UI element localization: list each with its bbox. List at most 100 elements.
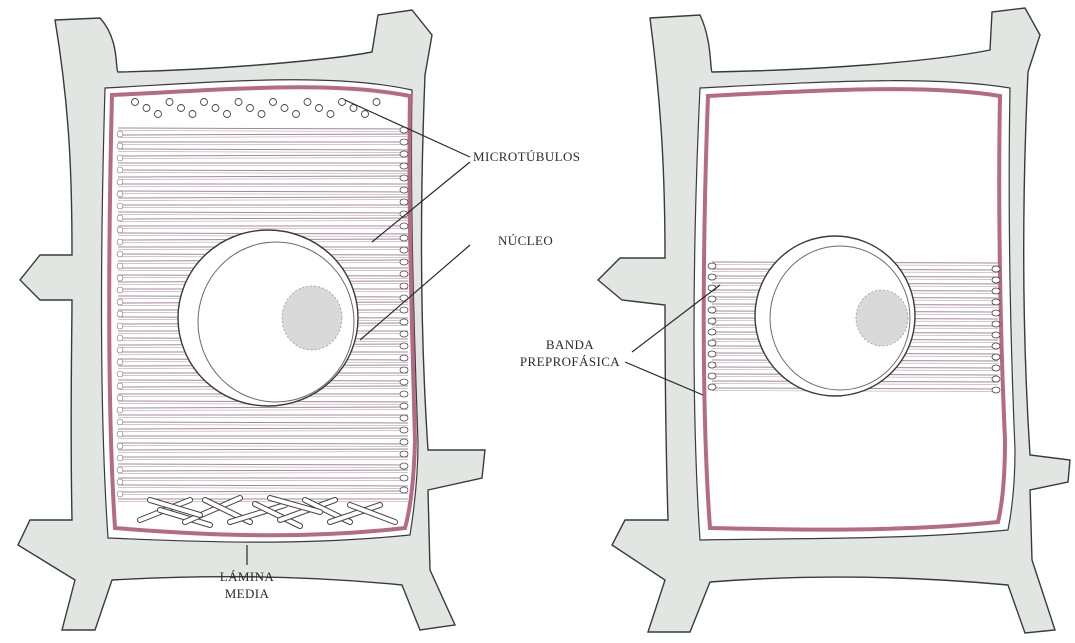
microtubule-end <box>400 175 408 181</box>
microtubule-end <box>117 479 123 485</box>
microtubule-end <box>258 111 265 118</box>
microtubule-end <box>117 251 123 257</box>
microtubule-end <box>316 105 323 112</box>
microtubule-end <box>992 376 1000 382</box>
microtubule-end <box>992 354 1000 360</box>
microtubule-end <box>400 163 408 169</box>
microtubule-end <box>117 275 123 281</box>
microtubule-end <box>400 223 408 229</box>
microtubule-end <box>400 283 408 289</box>
microtubule-end <box>400 151 408 157</box>
label-lamina-line1: LÁMINA <box>207 568 287 585</box>
microtubule-end <box>117 239 123 245</box>
microtubule-end <box>400 247 408 253</box>
microtubule-end <box>117 203 123 209</box>
microtubule-end <box>117 263 123 269</box>
microtubule-end <box>708 296 716 302</box>
microtubule-end <box>708 274 716 280</box>
microtubule-end <box>708 373 716 379</box>
microtubule-end <box>992 266 1000 272</box>
microtubule-end <box>189 111 196 118</box>
right-nucleus <box>755 236 915 396</box>
microtubule-end <box>992 332 1000 338</box>
microtubule-end <box>400 331 408 337</box>
microtubule-end <box>117 155 123 161</box>
label-banda-preprofasica: BANDA PREPROFÁSICA <box>505 336 635 370</box>
microtubule-end <box>117 299 123 305</box>
microtubule-end <box>992 321 1000 327</box>
microtubule-end <box>708 362 716 368</box>
microtubule-end <box>117 347 123 353</box>
microtubule-end <box>708 285 716 291</box>
microtubule-end <box>132 99 139 106</box>
microtubule-end <box>400 391 408 397</box>
label-nucleo: NÚCLEO <box>498 232 553 249</box>
microtubule-end <box>992 299 1000 305</box>
microtubule-end <box>400 259 408 265</box>
label-banda-line2: PREPROFÁSICA <box>505 353 635 370</box>
microtubule-end <box>117 191 123 197</box>
microtubule-end <box>117 311 123 317</box>
label-microtubulos: MICROTÚBULOS <box>473 148 580 165</box>
left-cell <box>18 10 485 630</box>
microtubule-end <box>400 319 408 325</box>
microtubule-end <box>400 463 408 469</box>
microtubule-end <box>400 307 408 313</box>
microtubule-end <box>400 439 408 445</box>
microtubule-end <box>117 395 123 401</box>
label-banda-line1: BANDA <box>505 336 635 353</box>
microtubule-end <box>117 335 123 341</box>
microtubule-end <box>708 384 716 390</box>
right-cell <box>598 8 1070 633</box>
microtubule-end <box>400 403 408 409</box>
microtubule-end <box>117 179 123 185</box>
microtubule-end <box>117 215 123 221</box>
microtubule-end <box>117 467 123 473</box>
microtubule-end <box>166 99 173 106</box>
microtubule-end <box>400 199 408 205</box>
microtubule-end <box>178 105 185 112</box>
microtubule-end <box>117 143 123 149</box>
microtubule-end <box>270 99 277 106</box>
microtubule-end <box>117 287 123 293</box>
microtubule-end <box>400 415 408 421</box>
microtubule-end <box>155 111 162 118</box>
microtubule-end <box>247 105 254 112</box>
microtubule-end <box>373 99 380 106</box>
microtubule-end <box>992 365 1000 371</box>
label-lamina-line2: MEDIA <box>207 585 287 602</box>
microtubule-end <box>201 99 208 106</box>
microtubule-end <box>400 187 408 193</box>
microtubule-end <box>117 323 123 329</box>
microtubule-end <box>400 487 408 493</box>
microtubule-end <box>992 387 1000 393</box>
microtubule-end <box>224 111 231 118</box>
microtubule-end <box>212 105 219 112</box>
microtubule-end <box>281 105 288 112</box>
label-lamina-media: LÁMINA MEDIA <box>207 568 287 602</box>
microtubule-end <box>400 271 408 277</box>
microtubule-end <box>400 235 408 241</box>
microtubule-end <box>117 371 123 377</box>
microtubule-end <box>143 105 150 112</box>
microtubule-end <box>992 310 1000 316</box>
microtubule-end <box>117 227 123 233</box>
microtubule-end <box>304 99 311 106</box>
microtubule-end <box>400 355 408 361</box>
microtubule-end <box>117 359 123 365</box>
microtubule-end <box>117 443 123 449</box>
microtubule-end <box>400 379 408 385</box>
left-nucleus <box>178 230 358 406</box>
microtubule-end <box>117 455 123 461</box>
microtubule-end <box>235 99 242 106</box>
microtubule-end <box>117 407 123 413</box>
microtubule-end <box>117 431 123 437</box>
microtubule-end <box>327 111 334 118</box>
microtubule-end <box>708 351 716 357</box>
microtubule-end <box>117 491 123 497</box>
right-nucleolus <box>856 290 908 346</box>
microtubule-end <box>117 131 123 137</box>
microtubule-end <box>293 111 300 118</box>
